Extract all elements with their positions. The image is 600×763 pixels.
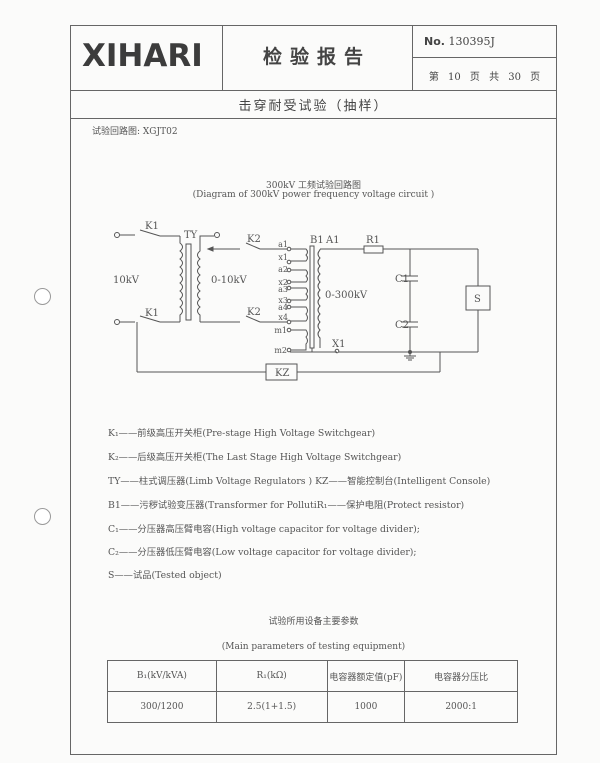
no-label: No. bbox=[424, 35, 445, 48]
legend-item: C₂——分压器低压臂电容(Low voltage capacitor for v… bbox=[108, 547, 417, 558]
label-kz: KZ bbox=[275, 368, 289, 379]
label-10kv: 10kV bbox=[113, 275, 140, 286]
company-logo: XIHARI bbox=[82, 38, 203, 74]
legend-item: TY——柱式调压器(Limb Voltage Regulators ) KZ——… bbox=[108, 476, 491, 487]
r1-resistor bbox=[363, 245, 384, 254]
table-cell: 300/1200 bbox=[107, 691, 217, 723]
label-c2: C2 bbox=[395, 320, 409, 331]
legend-item: B1——污秽试验变压器(Transformer for PollutiR₁——保… bbox=[108, 500, 465, 511]
b1-taps bbox=[286, 246, 308, 353]
ty-secondary-coil bbox=[197, 235, 214, 322]
label-ty: TY bbox=[184, 230, 198, 241]
b1-core bbox=[309, 245, 315, 349]
tap-label: x3 bbox=[278, 296, 288, 305]
label-0-10kv: 0-10kV bbox=[211, 275, 248, 286]
tap-label: x2 bbox=[278, 278, 288, 287]
divider bbox=[70, 118, 557, 119]
punch-hole bbox=[34, 508, 51, 525]
table-cell: 2000:1 bbox=[404, 691, 518, 723]
label-k1-top: K1 bbox=[145, 221, 159, 232]
legend-item: S——试品(Tested object) bbox=[108, 570, 222, 581]
label-k2-bottom: K2 bbox=[247, 307, 261, 318]
b1-hv-coil bbox=[317, 249, 321, 348]
table-row: 300/1200 2.5(1+1.5) 1000 2000:1 bbox=[107, 691, 518, 723]
label-a1-cap: A1 bbox=[325, 235, 340, 246]
legend-item: K₁——前级高压开关柜(Pre-stage High Voltage Switc… bbox=[108, 428, 376, 439]
label-s: S bbox=[474, 294, 481, 305]
label-r1: R1 bbox=[366, 235, 380, 246]
label-0-300kv: 0-300kV bbox=[325, 290, 368, 301]
diagram-title-en: (Diagram of 300kV power frequency voltag… bbox=[192, 190, 435, 200]
table-header: B₁(kV/kVA) bbox=[107, 660, 217, 692]
label-k1-bottom: K1 bbox=[145, 308, 159, 319]
label-c1: C1 bbox=[395, 274, 409, 285]
diagram-title-cn: 300kV 工频试验回路图 bbox=[266, 181, 361, 191]
section-title: 击穿耐受试验（抽样） bbox=[238, 99, 389, 114]
circuit-reference: 试验回路图: XGJT02 bbox=[92, 127, 178, 137]
tap-label: m1 bbox=[274, 326, 287, 335]
report-frame bbox=[70, 25, 557, 755]
tap-label: a3 bbox=[278, 285, 288, 294]
tap-label: x1 bbox=[278, 253, 288, 262]
tap-label: x4 bbox=[278, 313, 288, 322]
table-header-row: B₁(kV/kVA) R₁(kΩ) 电容器额定值(pF) 电容器分压比 bbox=[107, 660, 518, 692]
no-value: 130395J bbox=[448, 35, 495, 48]
label-x1-cap: X1 bbox=[332, 339, 345, 350]
params-title-cn: 试验所用设备主要参数 bbox=[268, 617, 359, 627]
legend-item: C₁——分压器高压臂电容(High voltage capacitor for … bbox=[108, 524, 420, 535]
tap-label: a4 bbox=[278, 303, 288, 312]
table-header: 电容器额定值(pF) bbox=[326, 660, 406, 692]
tap-label: a1 bbox=[278, 240, 288, 249]
divider bbox=[412, 57, 557, 58]
circuit-diagram: K1 K1 TY 10kV 0-10kV K2 K2 B1 A1 R1 C1 C… bbox=[113, 221, 491, 381]
divider bbox=[70, 90, 557, 91]
tap-label: m2 bbox=[274, 346, 287, 355]
punch-hole bbox=[34, 288, 51, 305]
report-number: No. 130395J bbox=[424, 35, 495, 48]
params-title-en: (Main parameters of testing equipment) bbox=[221, 642, 406, 652]
ty-core bbox=[185, 243, 192, 321]
table-header: R₁(kΩ) bbox=[215, 660, 328, 692]
table-cell: 1000 bbox=[326, 691, 406, 723]
tap-label: a2 bbox=[278, 265, 288, 274]
label-b1: B1 bbox=[310, 235, 324, 246]
legend-item: K₂——后级高压开关柜(The Last Stage High Voltage … bbox=[108, 452, 402, 463]
table-header: 电容器分压比 bbox=[404, 660, 518, 692]
table-cell: 2.5(1+1.5) bbox=[215, 691, 328, 723]
label-k2-top: K2 bbox=[247, 234, 261, 245]
report-title: 检验报告 bbox=[262, 46, 371, 68]
divider bbox=[222, 25, 223, 90]
page-info: 第 10 页 共 30 页 bbox=[428, 72, 541, 83]
params-table: B₁(kV/kVA) R₁(kΩ) 电容器额定值(pF) 电容器分压比 300/… bbox=[107, 660, 518, 723]
ty-primary-coil bbox=[179, 236, 183, 322]
